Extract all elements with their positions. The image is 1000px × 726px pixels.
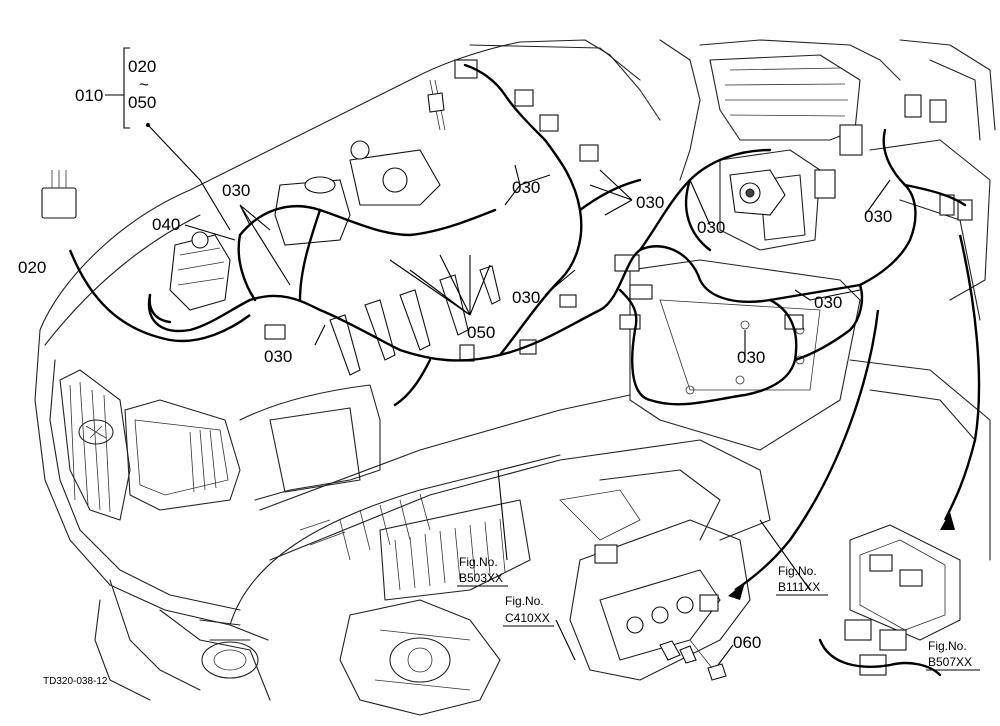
figure-ref-label: Fig.No. xyxy=(505,594,544,608)
figure-references: Fig.No. B503XX Fig.No. C410XX Fig.No. B1… xyxy=(457,555,980,671)
callout-030: 030 xyxy=(512,178,540,197)
tractor-body-outline xyxy=(34,39,661,716)
figure-ref-b503[interactable]: Fig.No. B503XX xyxy=(457,555,508,587)
callout-range-tilde: ~ xyxy=(139,75,149,94)
callout-020-range-start: 020 xyxy=(128,57,156,76)
callout-labels: 010 020 ~ 050 020 040 030 030 030 030 03… xyxy=(18,57,892,652)
wiring-harness xyxy=(147,63,967,407)
figure-ref-b111[interactable]: Fig.No. B111XX xyxy=(776,564,828,596)
figure-ref-b507[interactable]: Fig.No. B507XX xyxy=(926,639,980,671)
figure-ref-number: B507XX xyxy=(928,655,972,669)
reference-arrows xyxy=(68,234,981,600)
figure-ref-label: Fig.No. xyxy=(778,564,817,578)
drawing-code: TD320-038-12 xyxy=(43,676,108,687)
callout-040: 040 xyxy=(152,215,180,234)
callout-030: 030 xyxy=(737,348,765,367)
callout-030: 030 xyxy=(264,347,292,366)
callout-010: 010 xyxy=(75,86,103,105)
callout-060: 060 xyxy=(733,633,761,652)
leader-lines xyxy=(105,47,891,666)
callout-030: 030 xyxy=(222,181,250,200)
callout-030: 030 xyxy=(636,193,664,212)
figure-ref-c410[interactable]: Fig.No. C410XX xyxy=(503,594,554,627)
callout-030: 030 xyxy=(814,293,842,312)
callout-030: 030 xyxy=(864,207,892,226)
figure-ref-label: Fig.No. xyxy=(928,639,967,653)
callout-030: 030 xyxy=(512,288,540,307)
figure-ref-label: Fig.No. xyxy=(459,555,498,569)
callout-050-range-end: 050 xyxy=(128,93,156,112)
engine-components xyxy=(41,59,973,681)
callout-020: 020 xyxy=(18,258,46,277)
figure-ref-number: B111XX xyxy=(778,580,820,594)
figure-ref-number: B503XX xyxy=(459,571,503,585)
figure-ref-number: C410XX xyxy=(505,611,550,625)
callout-050: 050 xyxy=(467,323,495,342)
callout-030: 030 xyxy=(697,218,725,237)
